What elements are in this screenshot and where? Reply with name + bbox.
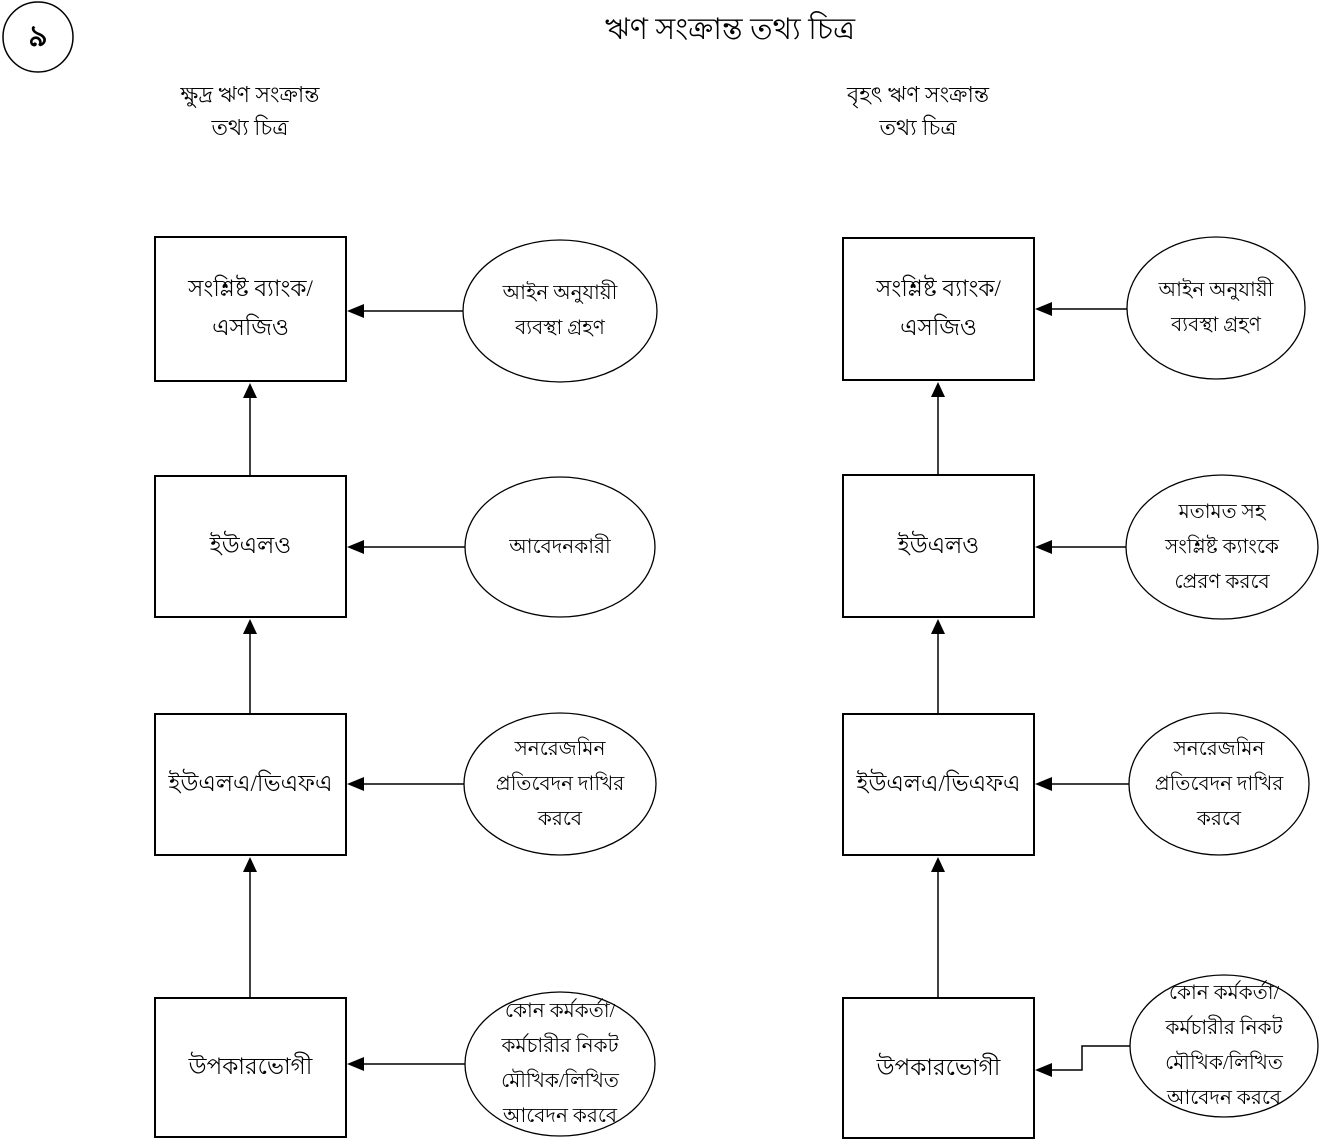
node-large-beneficiary: উপকারভোগী xyxy=(876,1054,1001,1080)
bubble-large-legal-action: আইন অনুযায়ী ব্যবস্থা গ্রহণ xyxy=(1158,279,1274,336)
arrowhead-large-up-3 xyxy=(931,857,945,872)
arrowhead-micro-bubble2 xyxy=(347,540,364,554)
page-number-circle xyxy=(2,1,74,73)
page-number: ৯ xyxy=(28,19,48,53)
bubble-outline-large-1 xyxy=(1126,236,1306,380)
bubble-micro-legal-action: আইন অনুযায়ী ব্যবস্থা গ্রহণ xyxy=(502,282,618,339)
node-large-ulo: ইউএলও xyxy=(897,532,980,558)
arrowhead-micro-up-3 xyxy=(243,857,257,872)
arrowhead-large-up-2 xyxy=(931,619,945,634)
arrowhead-micro-up-1 xyxy=(243,383,257,398)
arrowhead-large-bubble3 xyxy=(1035,777,1052,791)
box-outline-large-bank xyxy=(842,237,1035,381)
node-large-ula-vfa: ইউএলএ/ভিএফএ xyxy=(856,771,1021,796)
arrowhead-large-bubble2 xyxy=(1035,540,1052,554)
box-outline-large-beneficiary xyxy=(842,997,1035,1139)
arrowhead-large-bubble1 xyxy=(1035,302,1052,316)
node-micro-bank: সংশ্লিষ্ট ব্যাংক/এসজিও xyxy=(188,276,313,340)
arrowhead-micro-bubble3 xyxy=(347,777,364,791)
box-outline-micro-beneficiary xyxy=(154,997,347,1138)
bubble-micro-onspot-report: সনরেজমিন প্রতিবেদন দাখির করবে xyxy=(495,737,625,830)
node-micro-ula-vfa: ইউএলএ/ভিএফএ xyxy=(168,771,333,796)
node-large-bank: সংশ্লিষ্ট ব্যাংক/এসজিও xyxy=(876,276,1001,340)
arrow-large-bubble4-elbow xyxy=(1052,1045,1130,1071)
column-header-large: বৃহৎ ঋণ সংক্রান্ত তথ্য চিত্র xyxy=(847,82,989,140)
column-header-micro: ক্ষুদ্র ঋণ সংক্রান্ত তথ্য চিত্র xyxy=(180,82,320,140)
node-micro-ulo: ইউএলও xyxy=(209,533,292,558)
bubble-large-onspot-report: সনরেজমিন প্রতিবেদন দাখির করবে xyxy=(1154,737,1284,830)
arrowhead-large-bubble4 xyxy=(1035,1063,1052,1077)
bubble-micro-applicant: আবেদনকারী xyxy=(509,535,611,558)
box-outline-large-ulo xyxy=(842,474,1035,618)
page-title: ঋণ সংক্রান্ত তথ্য চিত্র xyxy=(604,12,856,46)
box-outline-micro-bank xyxy=(154,236,347,382)
arrowhead-micro-bubble4 xyxy=(347,1057,364,1071)
box-outline-micro-ula-vfa xyxy=(154,713,347,856)
box-outline-large-ula-vfa xyxy=(842,713,1035,856)
bubble-micro-application: কোন কর্মকর্তা/ কর্মচারীর নিকট মৌখিক/লিখি… xyxy=(501,1000,619,1127)
arrowhead-large-up-1 xyxy=(931,382,945,397)
bubble-large-send-to-bank: মতামত সহ সংশ্লিষ্ট ক্যাংকে প্রেরণ করবে xyxy=(1165,500,1279,593)
node-micro-beneficiary: উপকারভোগী xyxy=(188,1054,313,1079)
arrowhead-micro-up-2 xyxy=(243,619,257,634)
bubble-large-application: কোন কর্মকর্তা/ কর্মচারীর নিকট মৌখিক/লিখি… xyxy=(1165,982,1283,1109)
arrowhead-micro-bubble1 xyxy=(347,304,364,318)
